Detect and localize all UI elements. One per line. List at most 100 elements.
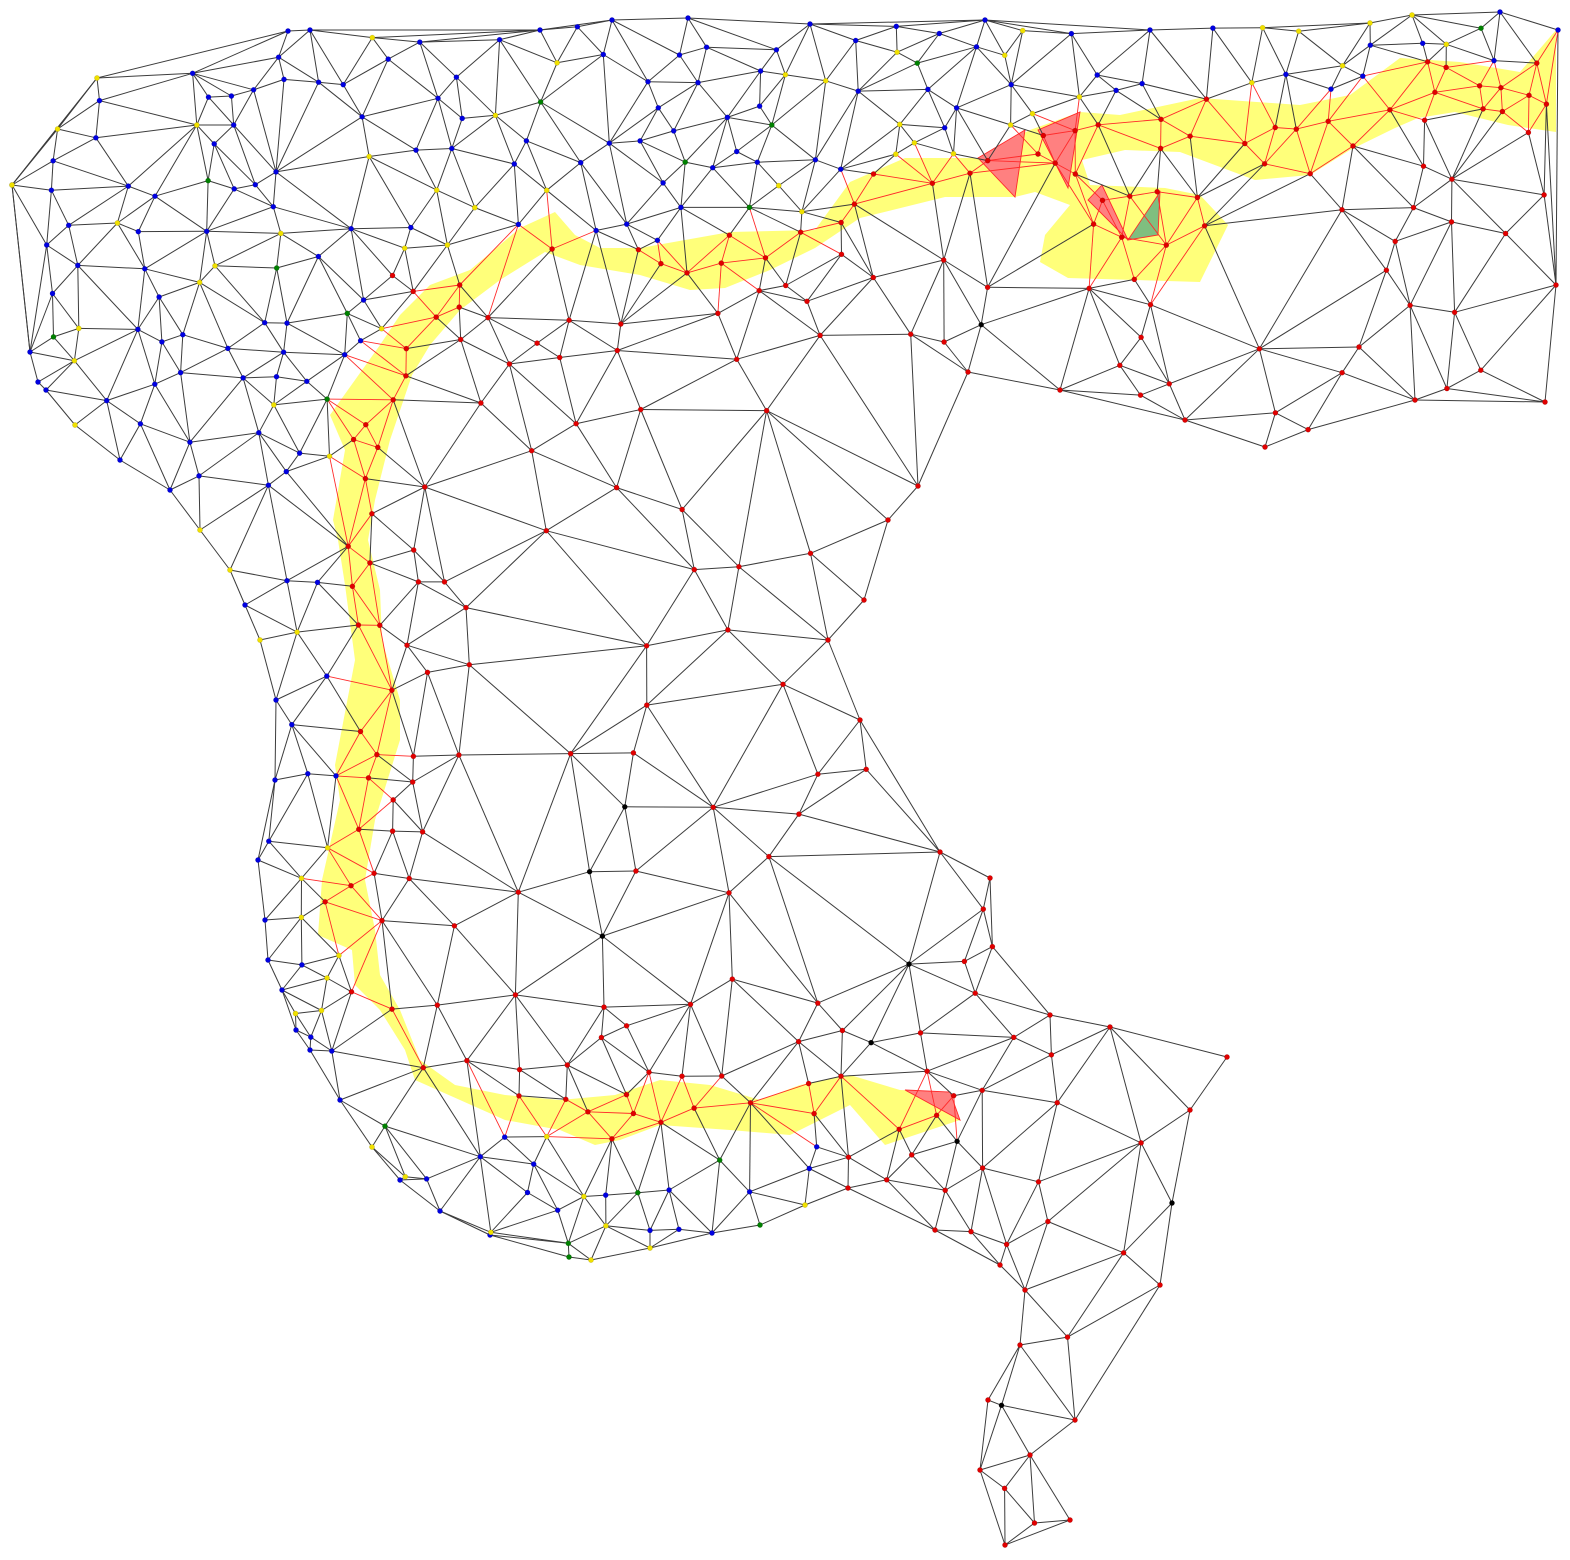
mesh-edge [1414, 399, 1546, 403]
corridor-edge [301, 877, 352, 887]
mesh-edge [956, 1090, 983, 1142]
mesh-edge [778, 159, 816, 187]
blue-node [308, 1034, 314, 1040]
mesh-edge [920, 1032, 1014, 1038]
corridor-edge [324, 901, 340, 956]
green-node [537, 99, 544, 105]
corridor-edge [435, 284, 461, 318]
mesh-edge [1423, 165, 1453, 180]
blue-node [196, 473, 202, 479]
red-node [782, 282, 789, 289]
yellow-node [94, 75, 100, 81]
red-node [389, 687, 395, 693]
corridor-edge [1296, 120, 1329, 130]
corridor-edge [1500, 62, 1538, 89]
mesh-edge [567, 1196, 585, 1244]
blue-node [973, 44, 980, 50]
mesh-edge [274, 773, 308, 781]
mesh-edge [1019, 1344, 1076, 1421]
mesh-edge [360, 328, 382, 342]
mesh-edge [1480, 284, 1557, 371]
mesh-edge [766, 410, 889, 521]
red-node [870, 171, 877, 177]
mesh-edge [1097, 90, 1117, 126]
blue-node [275, 54, 282, 60]
mesh-edge [140, 423, 191, 443]
corridor-edge [335, 775, 369, 779]
mesh-edge [96, 72, 193, 79]
mesh-edge [180, 334, 184, 373]
mesh-edge [646, 629, 729, 706]
mesh-edge [816, 1146, 849, 1158]
red-node [1107, 1024, 1113, 1030]
red-node [1120, 1250, 1127, 1256]
mesh-edge [1446, 43, 1495, 62]
mesh-edge [369, 149, 417, 157]
mesh-edge [413, 549, 445, 583]
blue-node [315, 253, 322, 260]
corridor-edge [1479, 85, 1484, 109]
mesh-edge [1409, 221, 1452, 306]
mesh-edge [309, 1049, 332, 1052]
blue-node [754, 159, 761, 165]
mesh-edge [840, 1070, 928, 1077]
mesh-edge [408, 878, 455, 927]
red-node [977, 1467, 983, 1473]
mesh-edge [728, 856, 770, 894]
mesh-edge [1038, 1181, 1049, 1222]
mesh-edge [1275, 412, 1309, 431]
mesh-edge [1074, 1284, 1161, 1421]
red-node [718, 260, 725, 266]
mesh-edge [984, 19, 1006, 56]
red-node [780, 681, 786, 688]
mesh-edge [1342, 44, 1371, 67]
mesh-edge [371, 1146, 406, 1178]
mesh-edge [369, 513, 373, 563]
mesh-edge [253, 89, 277, 173]
red-node [691, 1105, 697, 1111]
red-node [756, 287, 762, 294]
mesh-edge [1543, 194, 1557, 286]
blue-node [813, 1144, 820, 1150]
mesh-edge [768, 856, 910, 965]
mesh-edge [45, 389, 107, 402]
mesh-edge [776, 23, 811, 51]
mesh-edge [870, 963, 910, 1043]
red-node [377, 622, 383, 629]
yellow-node [378, 325, 385, 332]
mesh-edge [605, 1192, 638, 1196]
mesh-edge [975, 992, 1051, 1016]
mesh-edge [1424, 119, 1453, 180]
mesh-edge [275, 79, 285, 172]
corridor-edge [1032, 113, 1076, 132]
yellow-node [1443, 41, 1450, 48]
mesh-edge [992, 946, 1051, 1016]
corridor-edge [660, 263, 688, 274]
mesh-edge [462, 114, 496, 119]
blue-node [709, 1230, 715, 1236]
corridor-edge [1295, 128, 1311, 174]
mesh-edge [1451, 111, 1503, 180]
mesh-edge [519, 1064, 568, 1071]
mesh-edge [546, 530, 695, 571]
blue-node [299, 962, 305, 968]
blue-node [341, 351, 348, 358]
mesh-edge [1352, 145, 1424, 167]
mesh-edge [1274, 74, 1287, 128]
mesh-edge [1078, 96, 1099, 126]
mesh-edge [635, 870, 730, 894]
yellow-node [782, 71, 789, 78]
mesh-edge [758, 257, 766, 291]
corridor-edge [1264, 163, 1311, 175]
mesh-edge [281, 989, 297, 1031]
mesh-edge [199, 265, 216, 283]
corridor-edge [808, 1083, 815, 1114]
mesh-edge [798, 813, 941, 853]
corridor-layer [318, 30, 1556, 1145]
blue-node [96, 97, 103, 104]
mesh-edge [29, 351, 75, 362]
red-node [1002, 1542, 1008, 1548]
mesh-edge [1038, 1102, 1058, 1182]
red-node [1072, 1417, 1078, 1423]
red-node [1387, 107, 1393, 113]
